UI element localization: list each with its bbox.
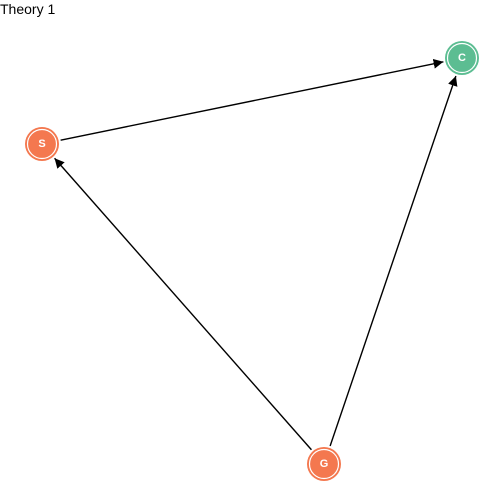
node-s-label: S: [38, 138, 45, 150]
node-c-fill: [446, 42, 478, 74]
node-g-label: G: [320, 458, 329, 470]
node-c[interactable]: C: [445, 41, 479, 75]
node-s[interactable]: S: [25, 127, 59, 161]
node-g-fill: [308, 448, 340, 480]
node-c-label: C: [458, 52, 466, 64]
edge-g-to-c: [329, 75, 458, 447]
edge-s-to-c: [60, 58, 444, 141]
node-g[interactable]: G: [307, 447, 341, 481]
edge-g-to-s: [54, 157, 312, 451]
diagram-title: Theory 1: [0, 1, 56, 17]
node-s-fill: [26, 128, 58, 160]
